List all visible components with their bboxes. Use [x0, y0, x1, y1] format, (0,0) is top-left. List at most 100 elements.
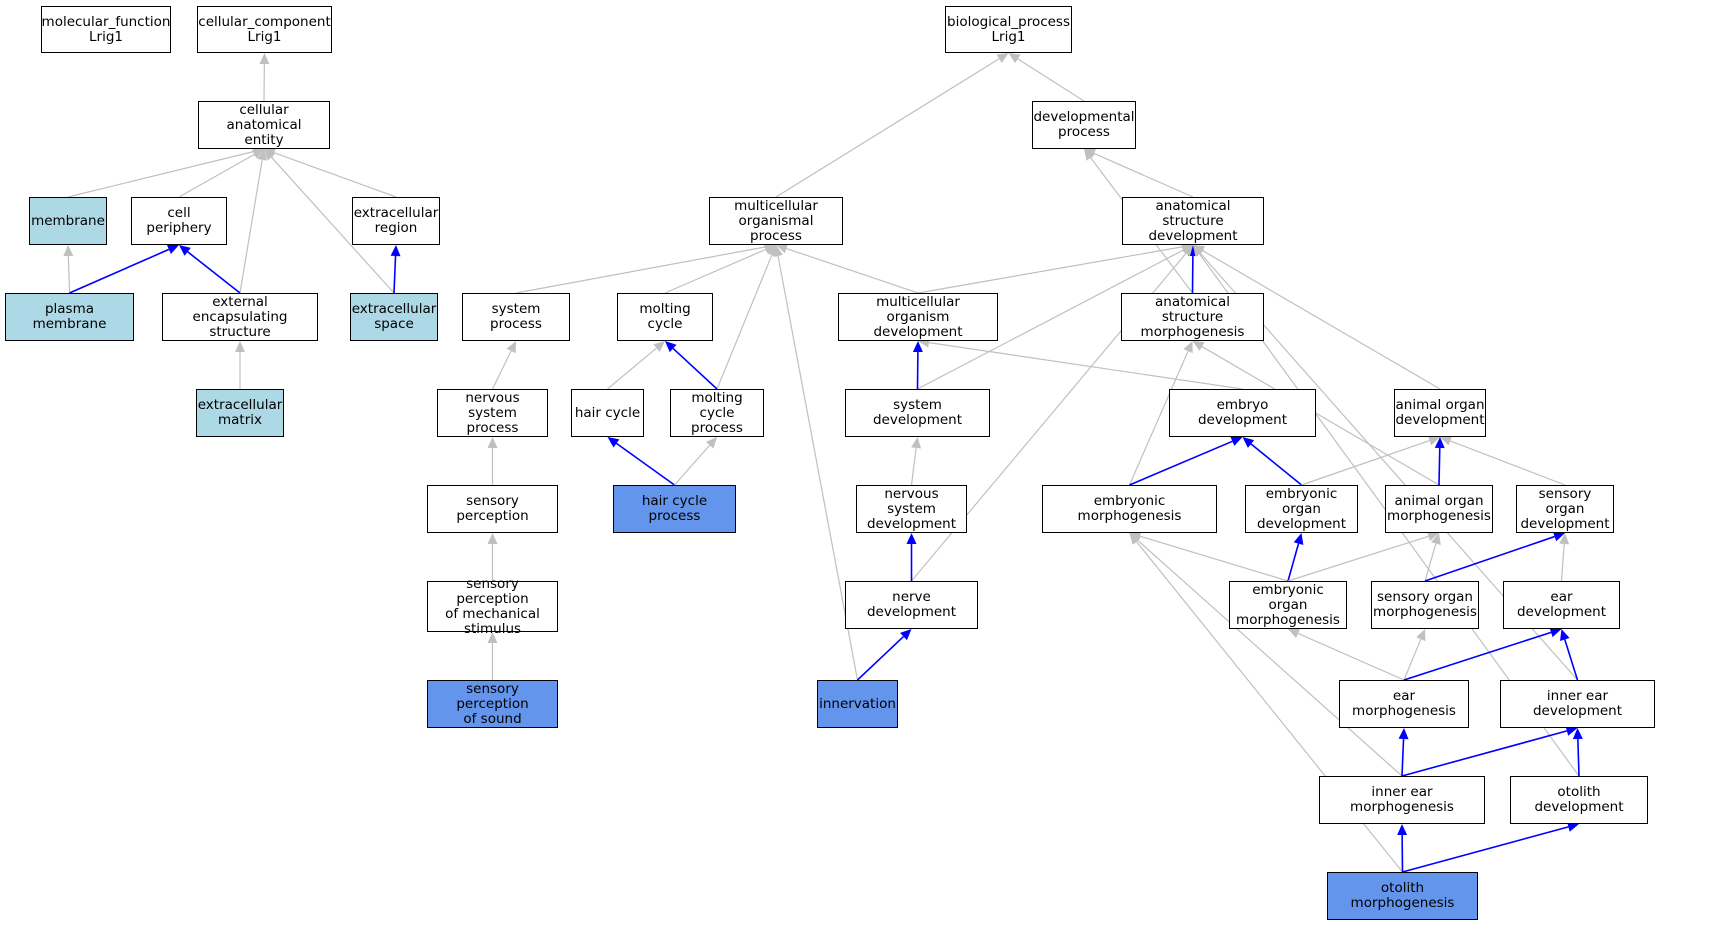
edge-iem-to-embmorph	[1137, 539, 1403, 777]
edge-ied-to-eardev	[1564, 639, 1579, 681]
arrowhead-iem-to-earmorph	[1398, 728, 1409, 740]
edge-sysproc-to-mop	[515, 246, 766, 294]
arrowhead-ecspace-to-ecregion	[390, 245, 401, 257]
arrowhead-aom-to-aod	[1434, 437, 1445, 449]
edge-otodev-to-ied	[1577, 738, 1580, 777]
edge-asd-to-devproc	[1093, 152, 1194, 198]
arrowhead-sps-to-spms	[487, 632, 498, 643]
edge-membrane-to-cae	[67, 151, 254, 198]
arrowhead-eom-to-aom	[1427, 531, 1439, 542]
node-animal-organ-morphogenesis: animal organ morphogenesis	[1385, 485, 1493, 533]
edge-mod-to-mop	[786, 247, 919, 294]
edge-otomorph-to-otodev	[1402, 826, 1569, 873]
node-embryo-development: embryo development	[1169, 389, 1316, 437]
arrowhead-iem-to-ied	[1565, 726, 1578, 736]
node-ear-morphogenesis: ear morphogenesis	[1339, 680, 1469, 728]
node-sensory-perception-of-sound: sensory perception of sound	[427, 680, 558, 728]
arrowhead-innervation-to-mop	[773, 245, 783, 257]
arrowhead-otodev-to-ied	[1572, 728, 1583, 740]
edge-eom-to-eod	[1287, 543, 1300, 582]
node-membrane: membrane	[29, 197, 107, 245]
edge-nsdev-to-sysdev	[910, 447, 917, 486]
arrowhead-innervation-to-nervedev	[900, 629, 912, 641]
arrowhead-ecs_struct-to-cellper	[179, 245, 191, 256]
arrowhead-otomorph-to-otodev	[1567, 822, 1579, 832]
edge-innervation-to-nervedev	[856, 635, 905, 681]
node-system-process: system process	[462, 293, 570, 341]
edge-molting-to-mop	[664, 248, 767, 294]
node-embryonic-morphogenesis: embryonic morphogenesis	[1042, 485, 1217, 533]
node-anatomical-structure-development: anatomical structure development	[1122, 197, 1264, 245]
node-embryonic-organ-morphogenesis: embryonic organ morphogenesis	[1229, 581, 1347, 629]
node-hair-cycle: hair cycle	[571, 389, 644, 437]
edge-eod-to-aod	[1301, 440, 1430, 486]
arrowhead-haircycle-to-molting	[653, 341, 665, 352]
arrowhead-mop-to-bp	[996, 53, 1009, 64]
arrowhead-plasmamem-to-membrane	[63, 245, 74, 257]
edge-iem-to-earmorph	[1401, 738, 1405, 777]
edge-eom-to-embmorph	[1139, 535, 1289, 582]
arrowhead-nsdev-to-sysdev	[911, 437, 922, 449]
arrowhead-sod-to-aod	[1440, 436, 1453, 446]
edge-nsproc-to-sysproc	[491, 350, 512, 390]
node-nervous-system-process: nervous system process	[437, 389, 548, 437]
edge-aod-to-asd	[1202, 250, 1441, 390]
node-hair-cycle-process: hair cycle process	[613, 485, 736, 533]
node-inner-ear-development: inner ear development	[1500, 680, 1655, 728]
arrowhead-eardev-to-sod	[1559, 533, 1570, 545]
node-animal-organ-development: animal organ development	[1394, 389, 1486, 437]
edge-innervation-to-mop	[777, 255, 859, 681]
node-extracellular-region: extracellular region	[352, 197, 440, 245]
arrowhead-sensperc-to-nsproc	[487, 437, 498, 448]
node-multicellular-organismal-process: multicellular organismal process	[709, 197, 843, 245]
edge-moltproc-to-mop	[716, 254, 773, 390]
edge-earmorph-to-som	[1403, 638, 1422, 681]
edge-mod-to-asd	[917, 246, 1183, 294]
arrowhead-ecmatrix-to-ecs_struct	[235, 341, 245, 352]
node-multicellular-organism-development: multicellular organism development	[838, 293, 998, 341]
edge-sod-to-aod	[1450, 440, 1566, 486]
edge-ecregion-to-cae	[274, 152, 397, 198]
node-ear-development: ear development	[1503, 581, 1620, 629]
arrowhead-eod-to-aod	[1427, 435, 1440, 446]
edge-som-to-sod	[1424, 535, 1555, 582]
edge-earmorph-to-eardev	[1403, 631, 1552, 681]
node-biological-process: biological_process Lrig1	[945, 6, 1072, 53]
node-sensory-perception-of-mechanical-stimulus: sensory perception of mechanical stimulu…	[427, 576, 558, 636]
arrowhead-otomorph-to-embmorph	[1129, 533, 1141, 545]
arrowhead-nervedev-to-nsdev	[906, 533, 917, 544]
edge-ecspace-to-cae	[270, 156, 395, 294]
edge-plasmamem-to-membrane	[67, 255, 71, 294]
node-extracellular-space: extracellular space	[350, 293, 438, 341]
edge-ecs_struct-to-cellper	[187, 251, 241, 294]
node-otolith-morphogenesis: otolith morphogenesis	[1327, 872, 1478, 920]
arrowhead-otodev-to-asd	[1193, 245, 1204, 257]
edge-earmorph-to-eom	[1297, 632, 1405, 681]
node-innervation: innervation	[817, 680, 898, 728]
node-external-encapsulating-structure: external encapsulating structure	[162, 293, 318, 341]
arrowhead-nervedev-to-asd	[1182, 245, 1193, 257]
node-inner-ear-morphogenesis: inner ear morphogenesis	[1319, 776, 1485, 824]
edge-iem-to-ied	[1401, 730, 1568, 777]
node-otolith-development: otolith development	[1510, 776, 1648, 824]
edge-sysdev-to-asd	[917, 249, 1184, 390]
node-cellular-anatomical-entity: cellular anatomical entity	[198, 101, 330, 149]
arrowhead-hcp-to-haircycle	[607, 437, 620, 448]
edge-embmorph-to-asm	[1128, 350, 1189, 486]
node-plasma-membrane: plasma membrane	[5, 293, 134, 341]
node-extracellular-matrix: extracellular matrix	[196, 389, 284, 437]
node-cellular-component: cellular_component Lrig1	[197, 6, 332, 53]
arrowhead-earmorph-to-eardev	[1549, 627, 1562, 638]
arrowhead-asm-to-devproc	[1084, 149, 1095, 161]
arrowhead-earmorph-to-eom	[1288, 628, 1301, 639]
edge-devproc-to-bp	[1017, 58, 1085, 102]
arrowhead-embmorph-to-embdev	[1230, 436, 1243, 446]
node-nervous-system-development: nervous system development	[856, 485, 967, 533]
edge-embmorph-to-embdev	[1129, 440, 1233, 486]
node-molting-cycle-process: molting cycle process	[670, 389, 764, 437]
arrowhead-embmorph-to-asm	[1183, 341, 1193, 354]
arrowhead-mod-to-mop	[776, 243, 789, 254]
edge-aom-to-aod	[1438, 447, 1441, 486]
node-developmental-process: developmental process	[1032, 101, 1136, 149]
